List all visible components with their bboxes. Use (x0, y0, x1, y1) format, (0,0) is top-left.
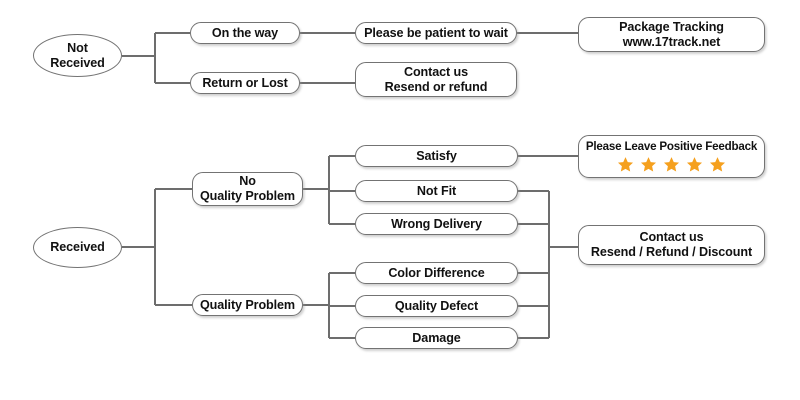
node-satisfy[interactable]: Satisfy (355, 145, 518, 167)
node-no-quality-problem-line1: No (239, 174, 256, 189)
node-not-received[interactable]: Not Received (33, 34, 122, 77)
node-quality-defect[interactable]: Quality Defect (355, 295, 518, 317)
node-wrong-delivery[interactable]: Wrong Delivery (355, 213, 518, 235)
node-package-tracking-url: www.17track.net (622, 34, 721, 49)
node-quality-problem-label: Quality Problem (199, 297, 296, 312)
node-package-tracking[interactable]: Package Tracking www.17track.net (578, 17, 765, 52)
node-contact-discount-line2: Resend / Refund / Discount (590, 245, 753, 259)
node-on-the-way-label: On the way (211, 25, 279, 40)
star-icon (663, 157, 680, 172)
node-contact-resend-refund-discount[interactable]: Contact us Resend / Refund / Discount (578, 225, 765, 265)
node-quality-defect-label: Quality Defect (394, 298, 479, 313)
node-not-fit[interactable]: Not Fit (355, 180, 518, 202)
node-positive-feedback-title: Please Leave Positive Feedback (585, 139, 758, 153)
star-icon (709, 157, 726, 172)
node-satisfy-label: Satisfy (416, 148, 457, 163)
node-not-received-line1: Not (67, 40, 88, 55)
node-return-or-lost-label: Return or Lost (202, 75, 288, 90)
node-damage-label: Damage (412, 330, 461, 345)
node-contact-resend-refund-line2: Resend or refund (384, 79, 488, 94)
star-icon (686, 157, 703, 172)
node-on-the-way[interactable]: On the way (190, 22, 300, 44)
node-contact-discount-line1: Contact us (639, 230, 704, 245)
node-no-quality-problem-line2: Quality Problem (199, 189, 296, 203)
node-please-be-patient[interactable]: Please be patient to wait (355, 22, 517, 44)
node-please-be-patient-label: Please be patient to wait (364, 25, 508, 40)
node-positive-feedback[interactable]: Please Leave Positive Feedback (578, 135, 765, 178)
node-damage[interactable]: Damage (355, 327, 518, 349)
node-not-fit-label: Not Fit (416, 183, 457, 198)
star-icon (640, 157, 657, 172)
star-icon (617, 157, 634, 172)
node-not-received-line2: Received (50, 55, 105, 70)
node-color-difference-label: Color Difference (388, 265, 485, 280)
node-return-or-lost[interactable]: Return or Lost (190, 72, 300, 94)
node-received[interactable]: Received (33, 227, 122, 268)
node-no-quality-problem[interactable]: No Quality Problem (192, 172, 303, 206)
node-contact-resend-refund[interactable]: Contact us Resend or refund (355, 62, 517, 97)
node-quality-problem[interactable]: Quality Problem (192, 294, 303, 316)
node-package-tracking-title: Package Tracking (619, 19, 724, 34)
star-rating[interactable] (617, 156, 726, 173)
node-color-difference[interactable]: Color Difference (355, 262, 518, 284)
node-wrong-delivery-label: Wrong Delivery (391, 216, 482, 231)
node-contact-resend-refund-line1: Contact us (403, 64, 469, 79)
node-received-label: Received (50, 240, 105, 255)
